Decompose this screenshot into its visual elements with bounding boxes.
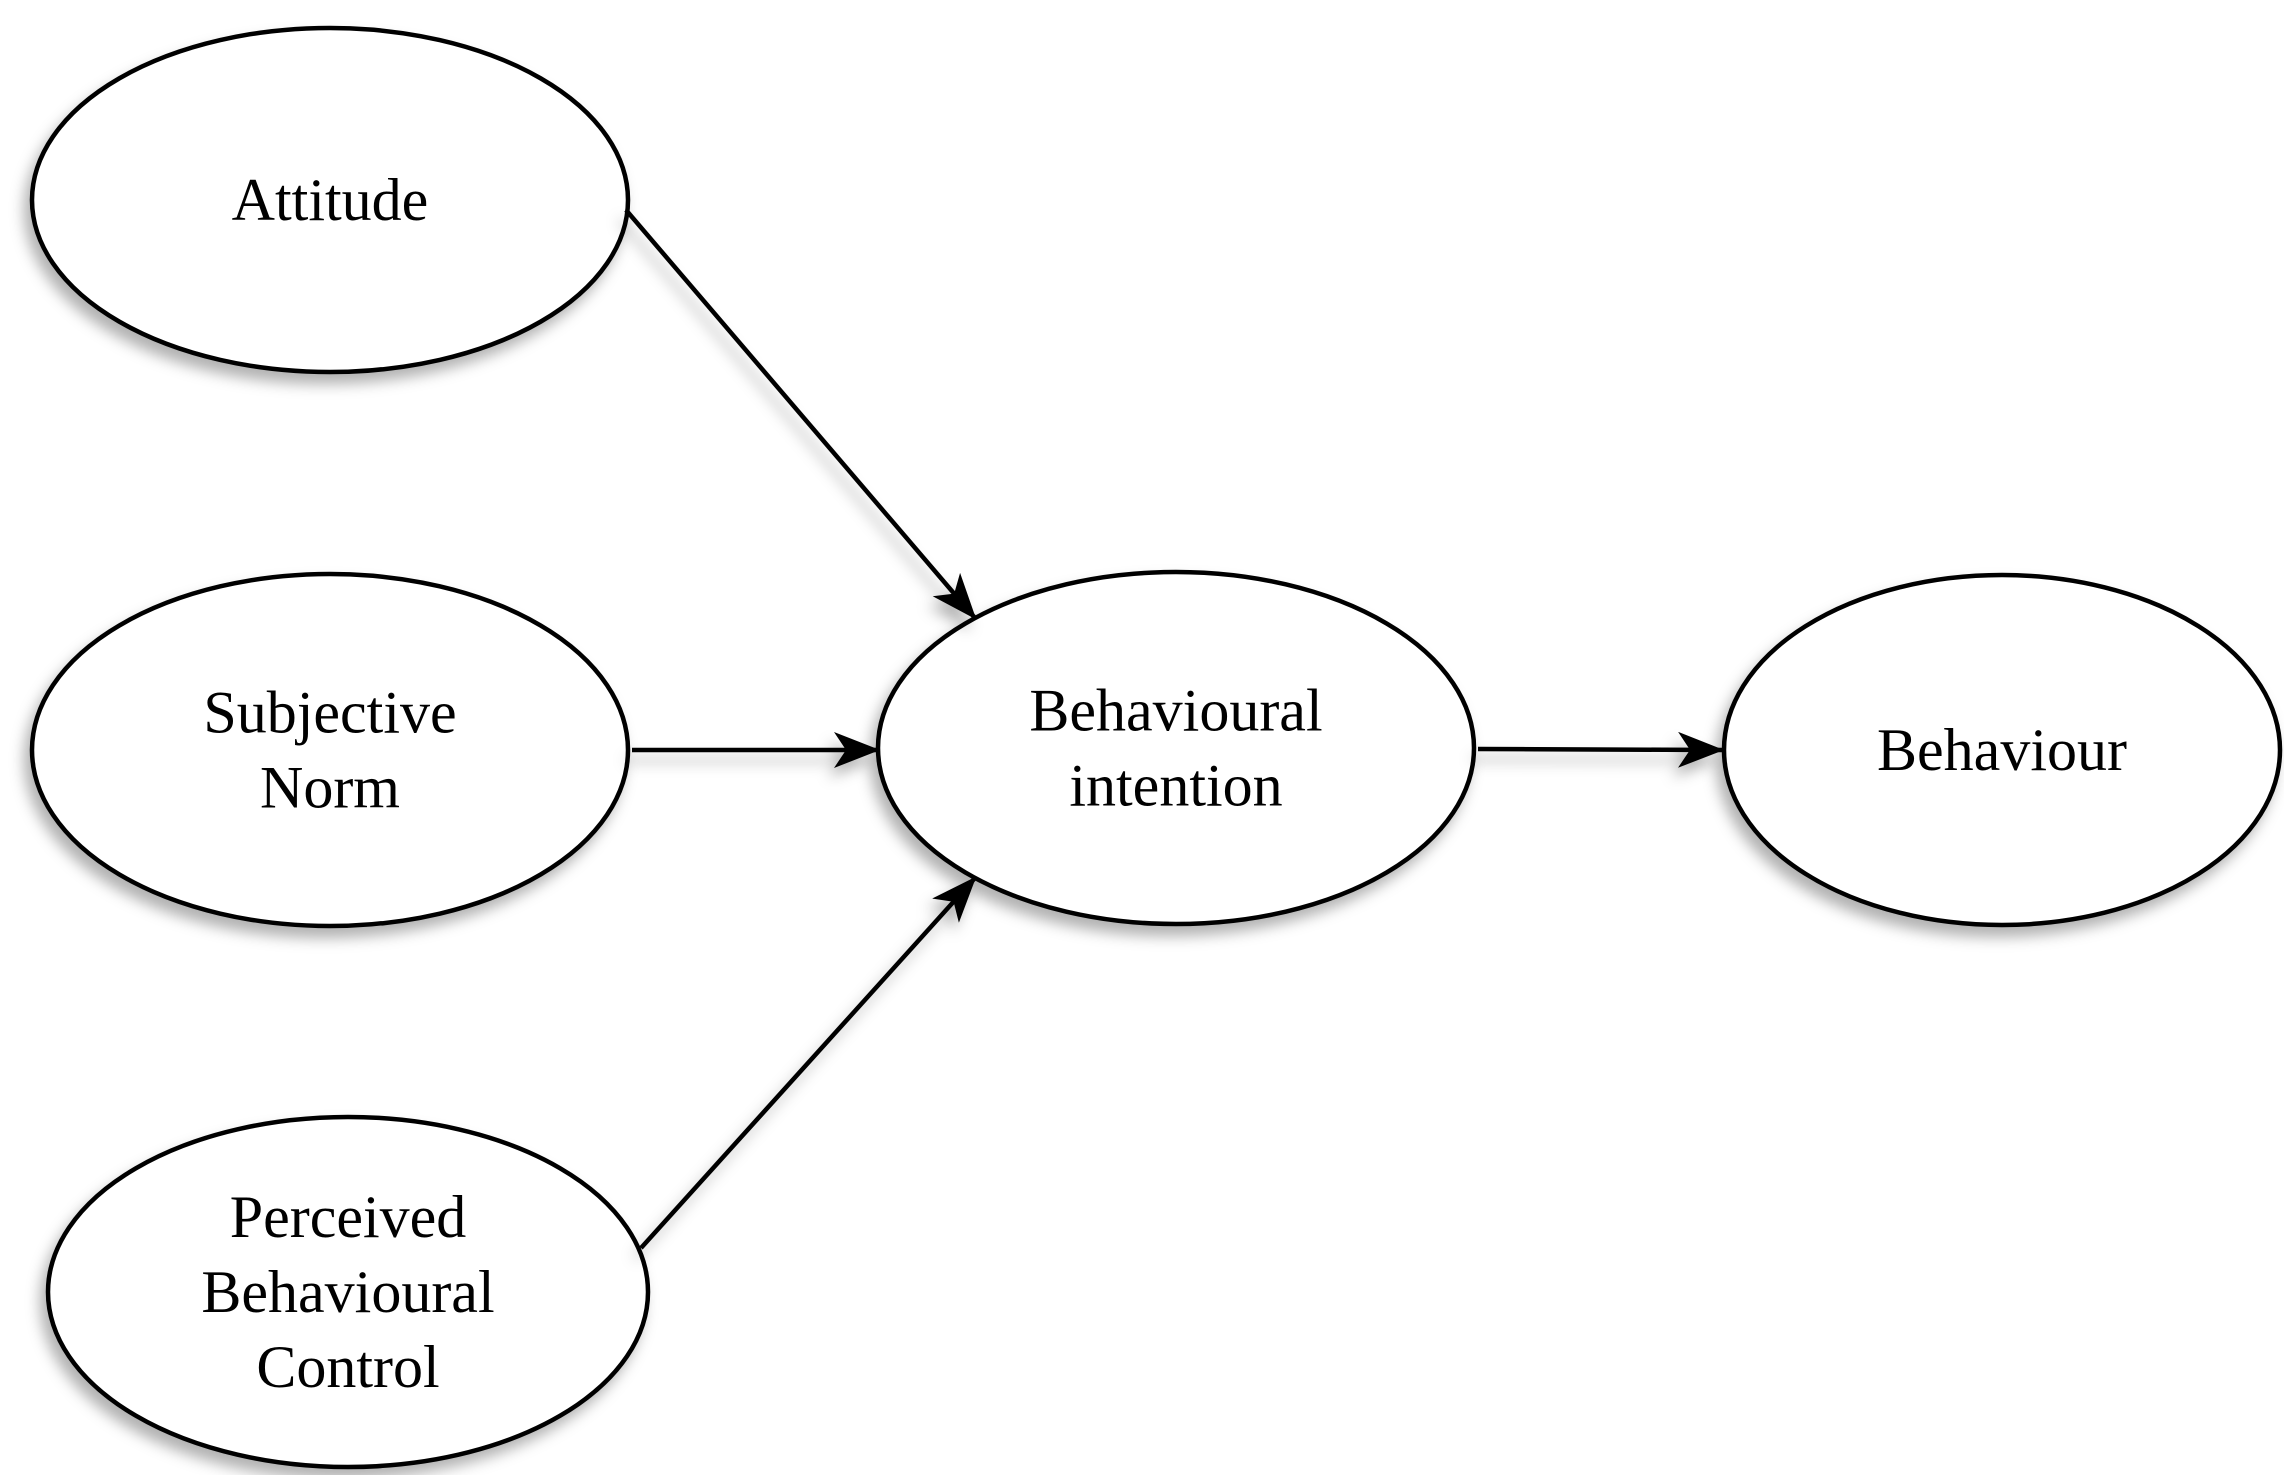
- attitude-label: Attitude: [232, 167, 429, 233]
- behavioural-intention-label-line: intention: [1069, 753, 1282, 819]
- behavioural-intention-ellipse: [875, 569, 1477, 927]
- subjective-norm-label-line: Norm: [260, 755, 400, 821]
- node-attitude: Attitude: [29, 25, 631, 375]
- arrow-behavioural-intention-to-behaviour: [1477, 731, 1724, 768]
- edges-layer: [624, 208, 1724, 1250]
- perceived-behavioural-control-label-line: Perceived: [230, 1184, 467, 1250]
- attitude-ellipse: [29, 25, 631, 375]
- behaviour-ellipse: [1721, 572, 2283, 928]
- behavioural-intention-label: Behavioural intention: [1029, 678, 1322, 819]
- subjective-norm-label-line: Subjective: [203, 680, 456, 746]
- subjective-norm-ellipse: [29, 571, 631, 929]
- behavioural-intention-label-line: Behavioural: [1029, 678, 1322, 744]
- attitude-label-line: Attitude: [232, 167, 429, 233]
- node-behavioural-intention: Behavioural intention: [875, 569, 1477, 927]
- behaviour-label-line: Behaviour: [1877, 717, 2127, 783]
- arrow-perceived-behavioural-control-to-behavioural-intention: [639, 876, 977, 1250]
- perceived-behavioural-control-ellipse: [45, 1114, 651, 1470]
- node-behaviour: Behaviour: [1721, 572, 2283, 928]
- perceived-behavioural-control-label-line: Control: [256, 1334, 439, 1400]
- perceived-behavioural-control-label-line: Behavioural: [201, 1259, 494, 1325]
- behaviour-label: Behaviour: [1877, 717, 2127, 783]
- arrow-attitude-to-behavioural-intention: [624, 208, 977, 620]
